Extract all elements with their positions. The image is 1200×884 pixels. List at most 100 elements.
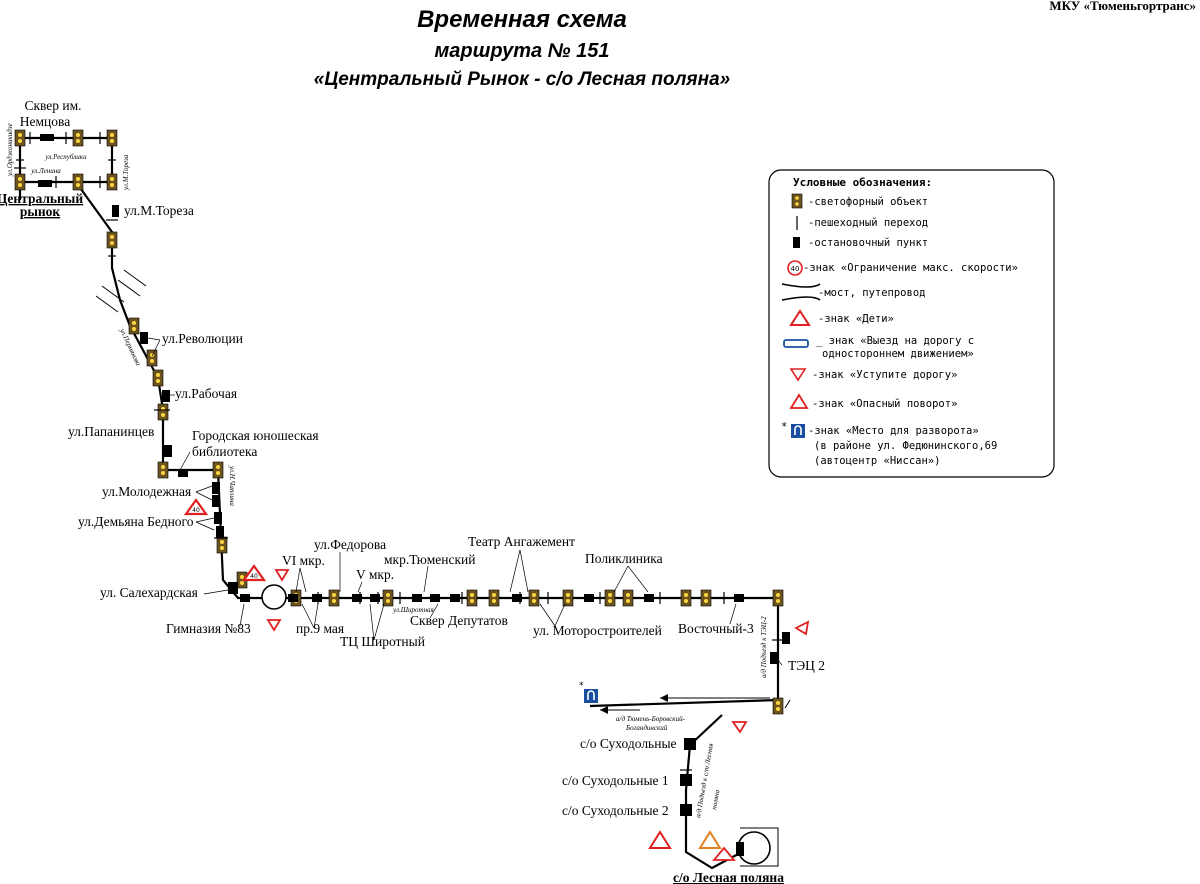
stop-label-v-mkr: V мкр.	[356, 567, 394, 582]
stop-label-sukhodolnye1: с/о Суходольные 1	[562, 773, 669, 788]
stop-label-tsentralny: Центральный	[0, 191, 83, 206]
svg-text:одностороннем движением»: одностороннем движением»	[822, 348, 974, 360]
bus-stop-icon	[212, 495, 220, 507]
bus-stop-icon	[734, 594, 744, 602]
svg-text:(в районе ул. Федюнинского,69: (в районе ул. Федюнинского,69	[814, 440, 997, 452]
bus-stop-icon	[140, 332, 148, 344]
bus-stop-icon	[684, 738, 696, 750]
dangerous-turn-sign-icon	[648, 830, 672, 849]
traffic-light-icon	[152, 369, 164, 387]
svg-text:-знак «Уступите дорогу»: -знак «Уступите дорогу»	[812, 369, 957, 381]
svg-text:-знак «Ограничение макс. скоро: -знак «Ограничение макс. скорости»	[803, 262, 1018, 274]
bus-stop-icon	[352, 594, 362, 602]
traffic-light-icon	[157, 461, 169, 479]
bus-stop-icon	[782, 632, 790, 644]
bus-stop-icon	[162, 390, 170, 402]
stop-label-poliklinika: Поликлиника	[585, 551, 663, 566]
stop-label-pr9maya: пр.9 мая	[296, 621, 344, 636]
svg-text:(автоцентр «Ниссан»): (автоцентр «Ниссан»)	[814, 455, 940, 467]
svg-text:ул.Республики: ул.Республики	[44, 153, 87, 161]
traffic-light-icon	[106, 129, 118, 147]
traffic-light-icon	[772, 697, 784, 715]
traffic-light-icon	[72, 129, 84, 147]
roundabout	[261, 584, 287, 610]
bus-stop-icon	[228, 582, 238, 594]
bridge-icon	[95, 269, 147, 313]
stop-label-skver: Сквер им.	[24, 98, 81, 113]
dangerous-turn-sign-icon	[698, 830, 722, 849]
traffic-light-icon	[14, 173, 26, 191]
stop-label-lesnaya: с/о Лесная поляна	[673, 870, 784, 884]
traffic-light-icon	[700, 589, 712, 607]
one-way-exit-sign-icon	[783, 339, 809, 348]
bus-stop-icon	[793, 237, 800, 248]
traffic-light-icon	[562, 589, 574, 607]
stop-label-tts: ТЦ Широтный	[340, 634, 425, 649]
stop-label-angazhement: Театр Ангажемент	[468, 534, 575, 549]
traffic-light-icon	[772, 589, 784, 607]
stop-label-fedorova: ул.Федорова	[314, 537, 386, 552]
pedestrian-crossings	[14, 132, 784, 771]
street-labels: ул.Республики ул.Ленина ул.Орджоникидзе …	[6, 123, 768, 818]
svg-text:ул.Широтная: ул.Широтная	[392, 606, 434, 614]
bus-stop-icon	[212, 482, 220, 494]
traffic-light-icon	[72, 173, 84, 191]
traffic-light-icon	[604, 589, 616, 607]
bus-stop-icon	[178, 470, 188, 477]
svg-text:поляна: поляна	[710, 789, 721, 811]
bus-stop-icon	[370, 594, 380, 602]
traffic-light-icon	[791, 193, 803, 209]
traffic-light-icon	[328, 589, 340, 607]
u-turn-sign-icon: *	[579, 681, 598, 703]
traffic-light-icon	[146, 349, 158, 367]
stop-labels: Сквер им. Немцова Центральный рынок ул.М…	[0, 98, 825, 884]
give-way-sign-icon	[274, 569, 290, 582]
traffic-light-icon	[106, 231, 118, 249]
stop-label-tsentralny-2: рынок	[20, 204, 61, 219]
stop-label-tyumensky: мкр.Тюменский	[384, 552, 475, 567]
give-way-sign-icon	[794, 620, 810, 636]
svg-text:40: 40	[791, 265, 800, 273]
traffic-light-icon	[14, 129, 26, 147]
organization-name: МКУ «Тюменьгортранс»	[1049, 0, 1196, 13]
traffic-light-icon	[622, 589, 634, 607]
bus-stop-icon	[40, 134, 54, 141]
svg-text:-остановочный пункт: -остановочный пункт	[808, 237, 928, 249]
children-sign-icon: 40	[241, 564, 267, 582]
give-way-sign-icon	[266, 619, 282, 632]
svg-text:*: *	[579, 681, 584, 691]
stop-label-salekhardskaya: ул. Салехардская	[100, 585, 198, 600]
bus-stop-icon	[770, 652, 778, 664]
traffic-light-icon	[382, 589, 394, 607]
bus-stop-icon	[214, 512, 222, 524]
children-sign-icon	[789, 309, 811, 326]
bus-stop-icon	[430, 594, 440, 602]
bus-stop-icon	[112, 205, 119, 217]
give-way-sign-icon	[731, 721, 748, 734]
stop-label-rabochaya: ул.Рабочая	[175, 386, 237, 401]
svg-text:ул.Орджоникидзе: ул.Орджоникидзе	[6, 123, 14, 177]
bus-stops	[38, 134, 790, 856]
traffic-light-icon	[466, 589, 478, 607]
legend: Условные обозначения: -светофорный объек…	[768, 169, 1055, 478]
bus-stop-icon	[584, 594, 594, 602]
bus-stop-icon	[450, 594, 460, 602]
svg-text:*: *	[781, 421, 787, 433]
stop-label-biblioteka: Городская юношеская	[192, 428, 319, 443]
stop-label-sukhodolnye: с/о Суходольные	[580, 736, 677, 751]
svg-text:-пешеходный переход: -пешеходный переход	[808, 217, 928, 229]
route-number: маршрута № 151	[434, 40, 609, 62]
direction-arrows	[600, 694, 791, 714]
stop-label-papanintsev: ул.Папанинцев	[68, 424, 154, 439]
bridge-icon	[781, 283, 821, 301]
stop-label-motorostroiteley: ул. Моторостроителей	[533, 623, 662, 638]
traffic-light-icon	[488, 589, 500, 607]
bus-stop-icon	[512, 594, 522, 602]
stop-label-molodezhnaya: ул.Молодежная	[102, 484, 191, 499]
u-turn-sign-icon	[791, 424, 805, 438]
bus-stop-icon	[38, 180, 52, 187]
svg-text:-мост, путепровод: -мост, путепровод	[818, 287, 925, 299]
traffic-lights	[14, 129, 784, 715]
